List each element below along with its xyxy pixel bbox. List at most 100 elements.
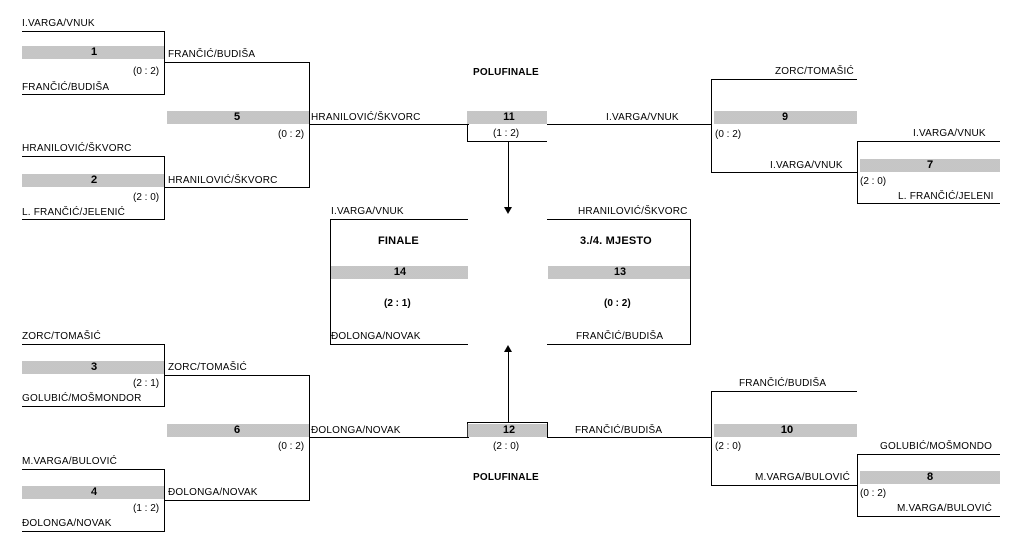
m4-score: (1 : 2): [133, 503, 160, 514]
m12-score: (2 : 0): [493, 441, 520, 452]
m2-score: (2 : 0): [133, 192, 160, 203]
m9-number: 9: [781, 111, 789, 123]
m13-match-band: [548, 266, 690, 279]
m8-team-bottom: M.VARGA/BULOVIĆ: [897, 503, 993, 514]
m1-bottom-line: [22, 94, 164, 95]
m4-team-top: M.VARGA/BULOVIĆ: [22, 456, 118, 467]
m2-bracket-v: [164, 156, 165, 220]
m8-team-top: GOLUBIĆ/MOŠMONDO: [880, 441, 993, 452]
m6-number: 6: [233, 424, 241, 436]
m12-right-v: [547, 422, 548, 437]
m8-score: (0 : 2): [860, 488, 887, 499]
m4-winner: ĐOLONGA/NOVAK: [168, 487, 258, 498]
m5-winner: HRANILOVIĆ/ŠKVORC: [311, 112, 421, 123]
m14-number: 14: [393, 266, 407, 278]
m6-bracket-v: [309, 375, 310, 501]
m5-number: 5: [233, 111, 241, 123]
m9-bottom-line: [711, 172, 857, 173]
m11-match-band: [467, 111, 547, 124]
m10-team-top: FRANČIĆ/BUDIŠA: [739, 378, 827, 389]
m6-winner-line: [309, 437, 469, 438]
m9-team-top: ZORC/TOMAŠIĆ: [775, 66, 854, 77]
m3-score: (2 : 1): [133, 378, 160, 389]
m4-winner-line: [164, 500, 309, 501]
arrow-up-icon: [504, 345, 512, 352]
m9-winner: I.VARGA/VNUK: [770, 160, 843, 171]
m7-match-band: [860, 159, 1000, 172]
m3-bottom-line: [22, 406, 164, 407]
arrow-down-shaft: [508, 142, 509, 208]
m13-top-line: [547, 219, 691, 220]
m3-winner: ZORC/TOMAŠIĆ: [168, 362, 247, 373]
m13-bottom-line: [547, 344, 691, 345]
m2-number: 2: [90, 174, 98, 186]
m13-team-top: HRANILOVIĆ/ŠKVORC: [578, 206, 688, 217]
m13-score: (0 : 2): [604, 298, 631, 309]
m9-match-band: [714, 111, 857, 124]
m6-winner: ĐOLONGA/NOVAK: [311, 425, 401, 436]
m5-bracket-v: [309, 62, 310, 188]
m14-team-top: I.VARGA/VNUK: [331, 206, 404, 217]
m10-score: (2 : 0): [715, 441, 742, 452]
arrow-up-shaft: [508, 351, 509, 423]
m11-left-v: [467, 124, 468, 142]
m9-top-line: [711, 79, 857, 80]
m10-bottom-line: [711, 485, 857, 486]
m2-winner-line: [164, 187, 309, 188]
m2-winner: HRANILOVIĆ/ŠKVORC: [168, 175, 278, 186]
m3-team-bottom: GOLUBIĆ/MOŠMONDOR: [22, 393, 142, 404]
m13-team-bottom: FRANČIĆ/BUDIŠA: [576, 331, 664, 342]
m7-score: (2 : 0): [860, 176, 887, 187]
m9-bracket-v: [711, 79, 712, 173]
m12-match-band: [467, 424, 547, 437]
m7-team-bottom: L. FRANČIĆ/JELENI: [898, 191, 994, 202]
m2-match-band: [22, 174, 164, 187]
m12-number: 12: [502, 424, 516, 436]
m1-winner: FRANČIĆ/BUDIŠA: [168, 49, 256, 60]
m1-winner-line: [164, 62, 309, 63]
m8-bottom-line: [857, 516, 1000, 517]
m2-bottom-line: [22, 219, 164, 220]
m6-score: (0 : 2): [278, 441, 305, 452]
m3-top-line: [22, 344, 164, 345]
m5-score: (0 : 2): [278, 129, 305, 140]
m4-match-band: [22, 486, 164, 499]
m2-team-top: HRANILOVIĆ/ŠKVORC: [22, 143, 132, 154]
m7-top-line: [857, 141, 1000, 142]
m11-score: (1 : 2): [493, 128, 520, 139]
m1-team-bottom: FRANČIĆ/BUDIŠA: [22, 82, 110, 93]
m1-number: 1: [90, 46, 98, 58]
m10-top-line: [711, 391, 857, 392]
m5-match-band: [167, 111, 309, 124]
m4-top-line: [22, 469, 164, 470]
m4-number: 4: [90, 486, 98, 498]
m14-bottom-line: [330, 344, 468, 345]
m7-bottom-line: [857, 203, 1000, 204]
m2-top-line: [22, 156, 164, 157]
m11-right-team: I.VARGA/VNUK: [606, 112, 679, 123]
m1-match-band: [22, 46, 164, 59]
m9-score: (0 : 2): [715, 129, 742, 140]
m8-match-band: [860, 471, 1000, 484]
m3-match-band: [22, 361, 164, 374]
m12-right-line: [547, 437, 711, 438]
m8-top-line: [857, 454, 1000, 455]
m7-number: 7: [926, 159, 934, 171]
m12-top-line: [467, 422, 547, 423]
m2-team-bottom: L. FRANČIĆ/JELENIĆ: [22, 207, 126, 218]
m6-match-band: [167, 424, 309, 437]
m11-bottom-line: [467, 141, 547, 142]
m1-top-line: [22, 31, 164, 32]
m8-bracket-v: [857, 454, 858, 517]
m7-bracket-v: [857, 141, 858, 204]
polufinale-bottom-label: POLUFINALE: [473, 472, 539, 483]
m11-right-line: [547, 124, 711, 125]
m1-score: (0 : 2): [133, 66, 160, 77]
m11-number: 11: [503, 111, 515, 123]
m3-winner-line: [164, 375, 309, 376]
finale-label: FINALE: [378, 235, 419, 247]
m14-score: (2 : 1): [384, 298, 411, 309]
m13-number: 13: [613, 266, 627, 278]
m1-bracket-v: [164, 31, 165, 95]
